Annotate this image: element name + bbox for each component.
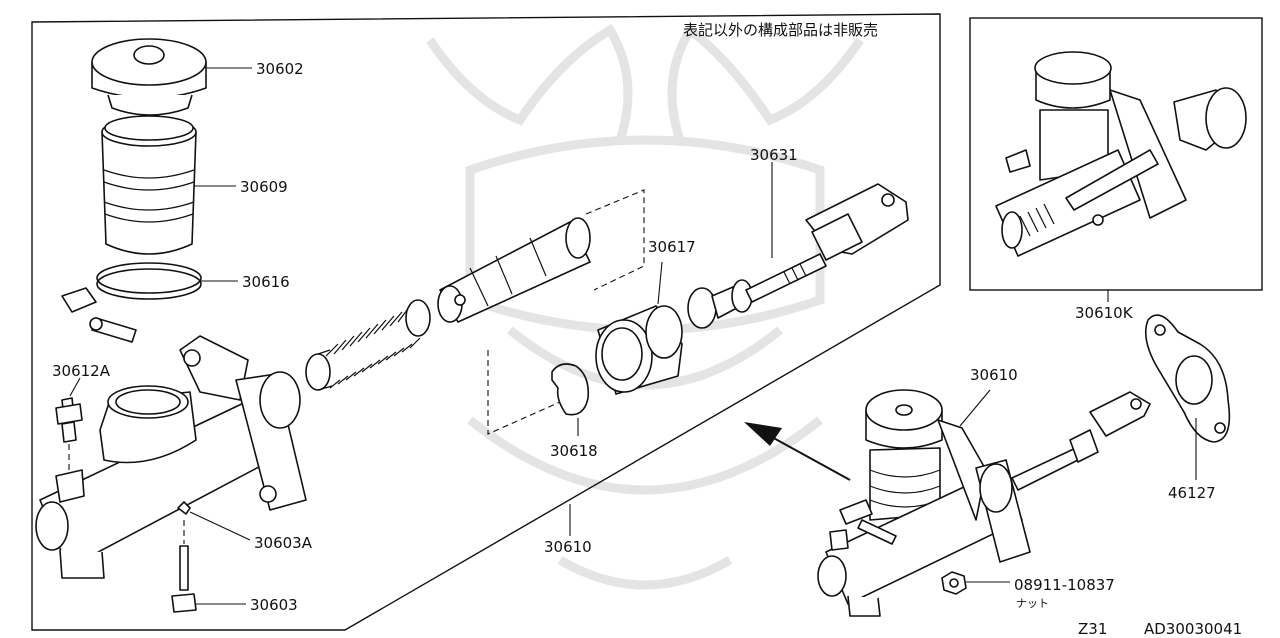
assembled-master-cylinder-part	[817, 389, 1151, 617]
kit-frame	[969, 17, 1263, 291]
return-spring-part	[305, 299, 431, 391]
label-30610-main: 30610	[544, 538, 592, 556]
label-30617: 30617	[648, 238, 696, 256]
label-nut-jp: ナット	[1016, 597, 1049, 610]
watermark-crest	[426, 23, 864, 590]
kit-thumbnail-part	[995, 51, 1247, 257]
dust-boot-part	[595, 305, 683, 395]
label-30609: 30609	[240, 178, 288, 196]
label-30610-assy: 30610	[970, 366, 1018, 384]
snap-ring-part	[551, 363, 590, 416]
note-text: 表記以外の構成部品は非販売	[683, 21, 878, 39]
exploded-view-frame	[31, 13, 941, 631]
label-30610K: 30610K	[1075, 304, 1134, 322]
reservoir-part	[101, 115, 197, 255]
stud-bolt-part	[171, 520, 197, 613]
label-30603A: 30603A	[254, 534, 313, 552]
push-rod-part	[687, 183, 909, 329]
label-30612A: 30612A	[52, 362, 111, 380]
hose-clamp-part	[61, 262, 202, 343]
bleeder-screw-part	[55, 397, 83, 470]
piston-part	[437, 217, 591, 323]
footer-model: Z31	[1078, 620, 1107, 638]
label-46127: 46127	[1168, 484, 1216, 502]
circlip-part	[177, 501, 191, 515]
assembly-arrow-icon	[744, 422, 851, 481]
label-30616: 30616	[242, 273, 290, 291]
footer-code: AD30030041	[1144, 620, 1242, 638]
label-08911-10837: 08911-10837	[1014, 576, 1115, 594]
label-30631: 30631	[750, 146, 798, 164]
gasket-part	[1144, 314, 1231, 443]
nut-part	[941, 571, 967, 595]
label-30603: 30603	[250, 596, 298, 614]
label-30602: 30602	[256, 60, 304, 78]
master-cylinder-body-part	[35, 335, 307, 579]
label-30618: 30618	[550, 442, 598, 460]
reservoir-cap-part	[91, 38, 207, 116]
